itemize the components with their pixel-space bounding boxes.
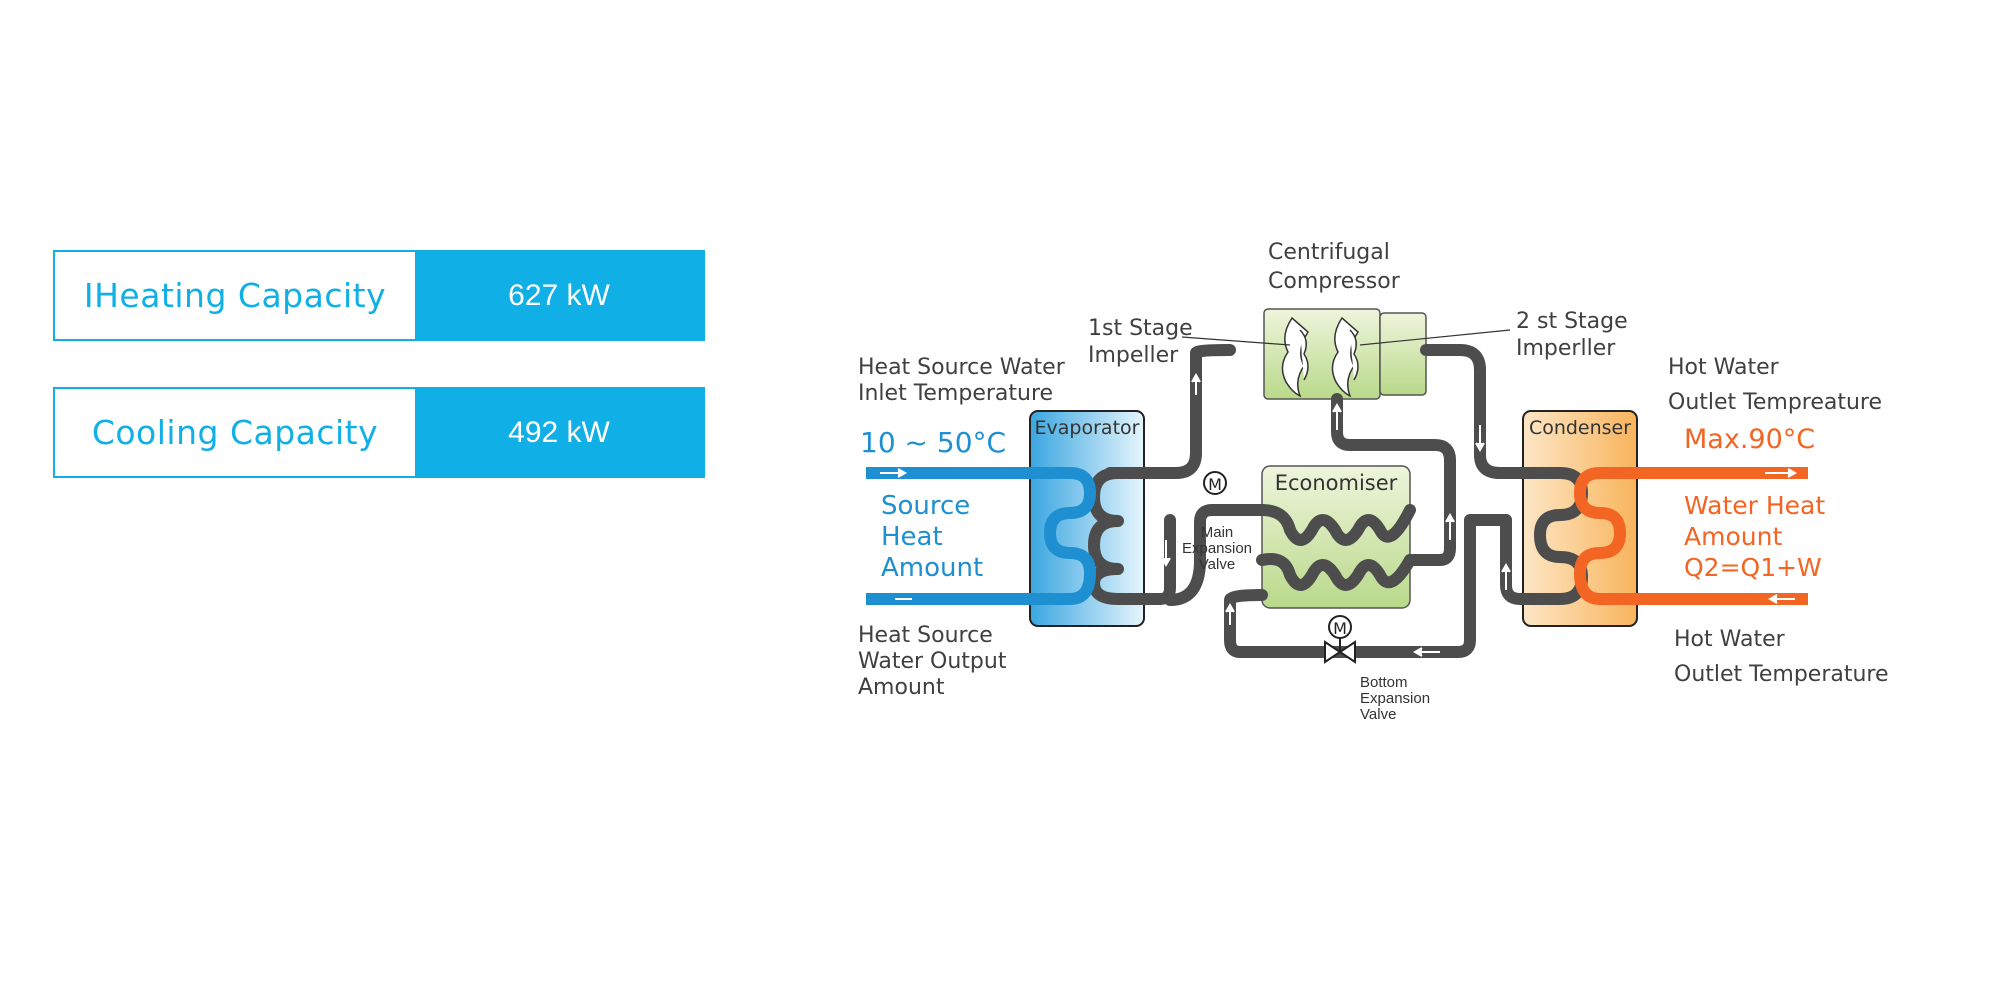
source-temp-value: 10 ~ 50°C xyxy=(860,426,1006,459)
heating-capacity-panel: IHeating Capacity 627 kW xyxy=(53,250,705,341)
arrow-source-in xyxy=(880,468,908,478)
impeller2-label-line1: 2 st Stage xyxy=(1516,309,1628,334)
water-heat-line3: Q2=Q1+W xyxy=(1684,553,1822,582)
economiser-label: Economiser xyxy=(1275,471,1398,495)
source-output-line3: Amount xyxy=(858,675,945,700)
source-inlet-line2: Inlet Temperature xyxy=(858,381,1053,406)
evaporator-label: Evaporator xyxy=(1035,417,1140,439)
source-output-line2: Water Output xyxy=(858,649,1007,674)
heating-capacity-value: 627 kW xyxy=(415,252,703,339)
compressor-label-line1: Centrifugal xyxy=(1268,240,1390,265)
bottom-expansion-valve-icon: M xyxy=(1324,615,1356,664)
source-heat-line1: Source xyxy=(881,491,970,521)
hot-water-out xyxy=(1573,467,1808,605)
hot-max-temp: Max.90°C xyxy=(1684,424,1815,455)
impeller2-label-line2: Imperller xyxy=(1516,336,1616,361)
condenser-label: Condenser xyxy=(1529,417,1631,439)
water-heat-line2: Amount xyxy=(1684,522,1782,551)
bottom-valve-label-line2: Expansion xyxy=(1360,690,1430,707)
compressor-body xyxy=(1263,308,1427,400)
first-stage-impeller-icon xyxy=(1281,316,1309,398)
main-valve-label-line2: Expansion xyxy=(1182,540,1252,557)
main-expansion-motor-icon: M xyxy=(1203,471,1227,495)
arrow-hot-in-bottom xyxy=(1767,594,1795,604)
condenser-box xyxy=(1522,410,1638,627)
source-output-line1: Heat Source xyxy=(858,623,993,648)
main-expansion-line xyxy=(1164,504,1268,606)
arrow-eco-left-up xyxy=(1225,602,1235,625)
economiser-coil xyxy=(1256,504,1416,546)
suction-line xyxy=(1104,344,1236,479)
cooling-capacity-label: Cooling Capacity xyxy=(55,389,415,476)
second-stage-impeller-icon xyxy=(1331,316,1359,398)
impeller1-leader xyxy=(1181,336,1291,346)
economiser-vapor-line xyxy=(1331,393,1456,566)
arrow-main-down xyxy=(1161,540,1171,568)
arrow-suction-up xyxy=(1191,372,1201,395)
arrow-hot-out-top xyxy=(1765,468,1798,478)
source-heat-line3: Amount xyxy=(881,553,983,583)
discharge-line xyxy=(1420,344,1566,479)
arrow-eco-vapor-up xyxy=(1445,512,1455,540)
impeller2-leader xyxy=(1359,329,1511,346)
water-heat-line1: Water Heat xyxy=(1684,491,1825,520)
hot-outlet-top-line1: Hot Water xyxy=(1668,355,1780,380)
impeller1-label-line1: 1st Stage xyxy=(1088,316,1193,341)
cooling-capacity-value: 492 kW xyxy=(415,389,703,476)
compressor-label-line2: Compressor xyxy=(1268,269,1401,294)
arrow-discharge-down xyxy=(1475,425,1485,453)
source-water-in xyxy=(866,467,1097,605)
cooling-capacity-panel: Cooling Capacity 492 kW xyxy=(53,387,705,478)
arrow-bottom-loop xyxy=(1412,647,1440,657)
arrow-liquid-up xyxy=(1501,562,1511,590)
hot-outlet-bottom-line1: Hot Water xyxy=(1674,627,1786,652)
hot-outlet-top-line2: Outlet Tempreature xyxy=(1668,390,1882,415)
main-valve-label-line1: Main xyxy=(1201,524,1234,541)
main-valve-label-line3: Valve xyxy=(1199,556,1235,573)
bottom-motor-symbol: M xyxy=(1333,619,1347,638)
source-heat-line2: Heat xyxy=(881,522,943,552)
impeller1-label-line2: Impeller xyxy=(1088,343,1179,368)
arrow-comp-mid-up xyxy=(1332,402,1342,430)
source-inlet-line1: Heat Source Water xyxy=(858,355,1066,380)
bottom-valve-label-line1: Bottom xyxy=(1360,674,1408,691)
hot-outlet-bottom-line2: Outlet Temperature xyxy=(1674,662,1889,687)
bottom-valve-label-line3: Valve xyxy=(1360,706,1396,723)
heating-capacity-label: IHeating Capacity xyxy=(55,252,415,339)
main-motor-symbol: M xyxy=(1208,475,1222,494)
liquid-line xyxy=(1224,514,1512,658)
